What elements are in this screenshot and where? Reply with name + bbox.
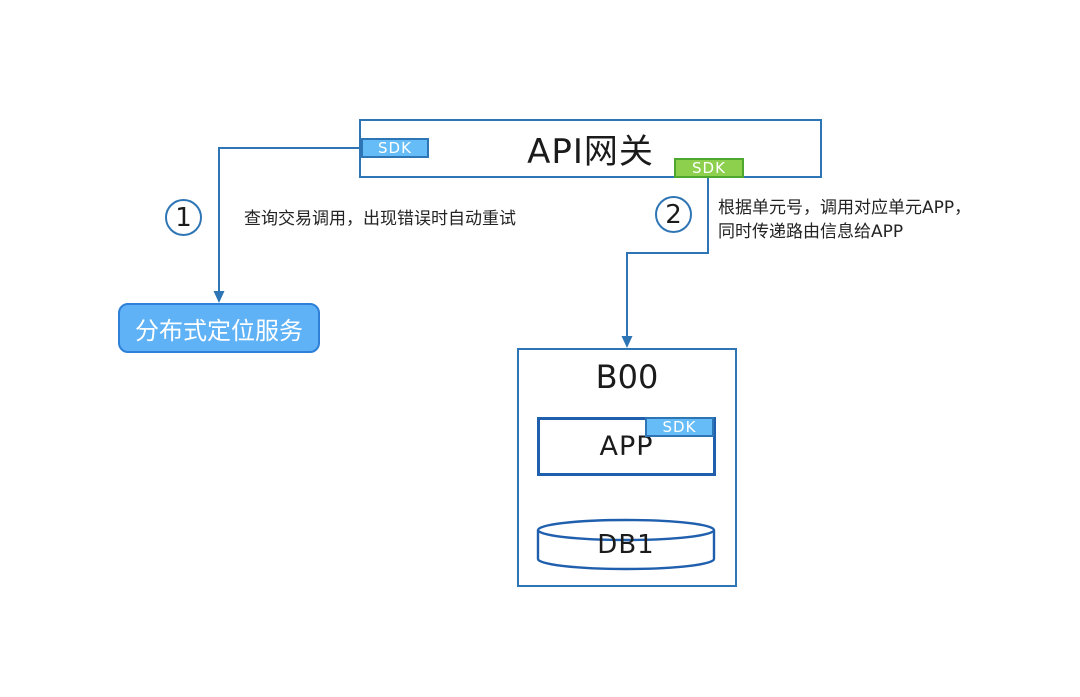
step2-number-badge: 2 [655, 196, 692, 233]
service-label: 分布式定位服务 [135, 316, 303, 345]
app-label: APP [599, 431, 654, 462]
app-sdk-badge: SDK [645, 417, 714, 437]
step1-number: 1 [175, 202, 192, 233]
step1-description-line1: 查询交易调用，出现错误时自动重试 [244, 209, 516, 229]
arrowhead-to-unit [621, 336, 633, 348]
gateway-sdk-badge-right: SDK [674, 158, 744, 178]
gateway-sdk-badge-left: SDK [361, 138, 429, 158]
step2-description-line1: 根据单元号，调用对应单元APP， [718, 198, 972, 218]
step2-description: 根据单元号，调用对应单元APP， 同时传递路由信息给APP [718, 196, 971, 244]
connector-gateway-to-service [218, 147, 363, 296]
unit-title: B00 [595, 358, 659, 396]
gateway-box: API网关 [359, 119, 822, 178]
db-label: DB1 [597, 530, 655, 560]
step2-description-line2: 同时传递路由信息给APP [718, 222, 904, 242]
db-cylinder [536, 518, 716, 571]
service-box: 分布式定位服务 [118, 303, 320, 353]
step1-description: 查询交易调用，出现错误时自动重试 [244, 207, 516, 231]
step1-number-badge: 1 [165, 199, 202, 236]
arrowhead-to-service [213, 291, 225, 303]
connector-gateway-to-unit [626, 178, 709, 341]
app-box: APP [537, 417, 716, 476]
step2-number: 2 [665, 199, 682, 230]
gateway-title: API网关 [527, 132, 654, 172]
db-cylinder-top [536, 518, 716, 542]
